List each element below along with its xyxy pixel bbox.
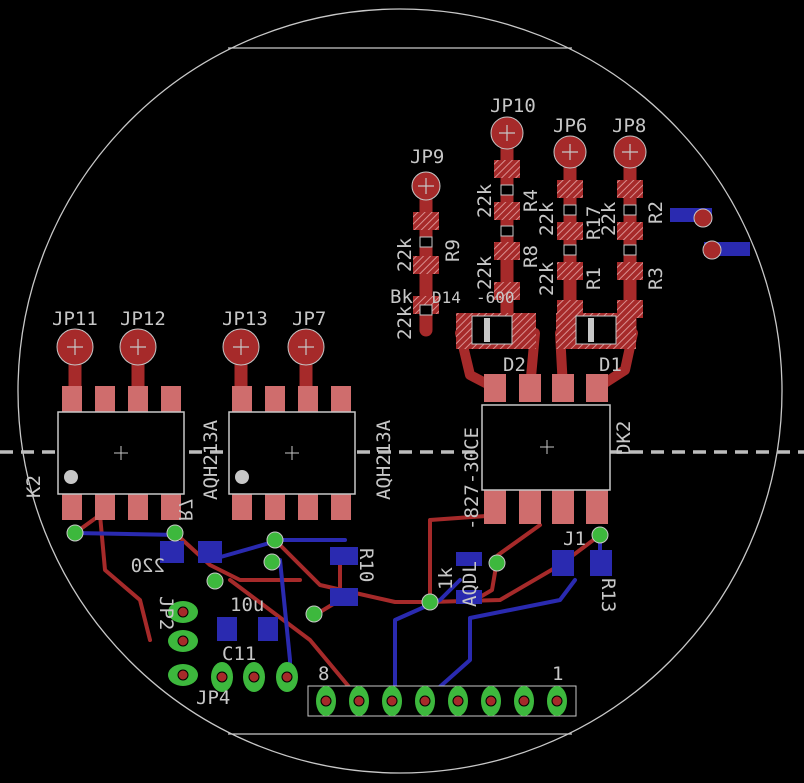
label-r1: R1 <box>583 267 605 290</box>
board-outline <box>17 8 783 774</box>
label-dk2: DK2 <box>613 421 635 455</box>
ic-crosshairs <box>114 440 554 460</box>
label-j1: J1 <box>563 528 586 550</box>
label-jp10: JP10 <box>490 95 536 117</box>
label-bk: Bk <box>390 286 413 308</box>
label-22k-d: 22k <box>536 201 558 236</box>
ic-k2 <box>57 411 185 495</box>
label-header-8: 8 <box>318 663 329 685</box>
label-aqdl: AQDL <box>459 561 481 607</box>
diodes <box>456 313 636 349</box>
green-through-holes <box>168 601 577 717</box>
label-r3: R3 <box>645 267 667 290</box>
label-jp12: JP12 <box>120 308 166 330</box>
label-r2: R2 <box>645 201 667 224</box>
label-827: -827-30CE <box>461 427 483 530</box>
label-d1: D1 <box>599 354 622 376</box>
label-220: 220 <box>131 555 165 577</box>
label-r13: R13 <box>597 578 619 612</box>
label-jp2: JP2 <box>155 596 177 630</box>
label-22k-a: 22k <box>394 237 416 272</box>
label-10u: 10u <box>230 594 264 616</box>
label-1k: 1k <box>435 567 457 590</box>
label-jp11: JP11 <box>52 308 98 330</box>
label-d2: D2 <box>503 354 526 376</box>
label-frag-d14: D14 <box>432 288 461 307</box>
silkscreen-labels: JP11 JP12 JP13 JP7 JP9 JP10 JP6 JP8 D2 D… <box>23 95 667 709</box>
label-22k-f: 22k <box>598 201 620 236</box>
label-r17: R17 <box>583 206 605 240</box>
ic-bodies <box>57 404 611 495</box>
label-jp6: JP6 <box>553 115 587 137</box>
label-frag-600: -600 <box>476 288 515 307</box>
label-jp9: JP9 <box>410 146 444 168</box>
ic-pads <box>62 374 608 524</box>
label-22k-b: 22k <box>474 183 496 218</box>
bottom-copper-traces <box>73 531 602 702</box>
label-22k-e: 22k <box>536 261 558 296</box>
label-jp7: JP7 <box>292 308 326 330</box>
label-k2: K2 <box>23 475 45 498</box>
label-r9: R9 <box>442 239 464 262</box>
label-r10: R10 <box>355 548 377 582</box>
label-jp8: JP8 <box>612 115 646 137</box>
pin1-markers <box>64 470 249 484</box>
label-jp4: JP4 <box>196 687 230 709</box>
label-jp13: JP13 <box>222 308 268 330</box>
label-c11: C11 <box>222 643 256 665</box>
label-r8: R8 <box>520 245 542 268</box>
bottom-smd-pads <box>160 208 750 641</box>
label-header-1: 1 <box>552 663 563 685</box>
label-22k-c: 22k <box>474 255 496 290</box>
label-aqh213a-2: AQH213A <box>373 419 395 500</box>
label-aqh213a-1: AQH213A <box>200 419 222 500</box>
label-22k-g: 22k <box>394 305 416 340</box>
label-r7: R7 <box>174 498 196 521</box>
label-r4: R4 <box>520 189 542 212</box>
vias <box>66 524 609 623</box>
jumper-crosshairs <box>67 125 638 355</box>
